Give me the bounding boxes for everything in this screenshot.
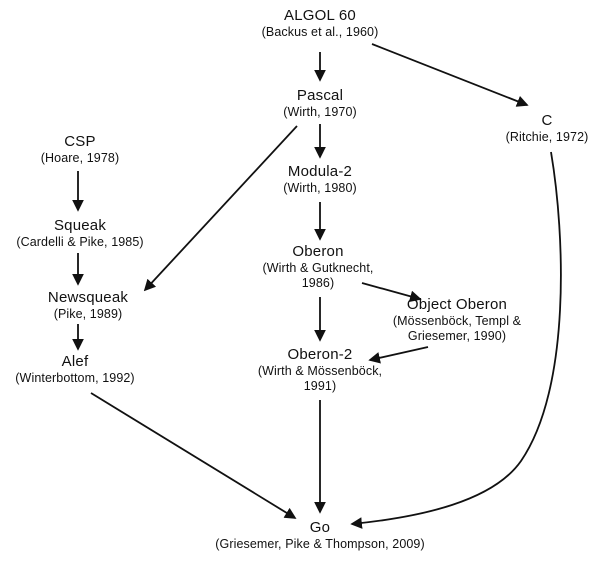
- edge-c-go: [350, 151, 562, 529]
- node-oberon-citation: (Wirth & Gutknecht, 1986): [262, 261, 374, 290]
- node-modula2: Modula-2 (Wirth, 1980): [283, 163, 357, 196]
- edge-pascal-newsqueak: [143, 125, 298, 292]
- node-go: Go (Griesemer, Pike & Thompson, 2009): [215, 519, 425, 552]
- node-csp-citation: (Hoare, 1978): [40, 151, 120, 165]
- node-newsqueak-label: Newsqueak: [47, 289, 129, 306]
- edge-oberon-objectoberon: [361, 282, 422, 302]
- node-go-label: Go: [309, 519, 331, 536]
- node-algol60-label: ALGOL 60: [284, 7, 356, 24]
- edge-alef-go: [90, 392, 297, 519]
- node-csp: CSP (Hoare, 1978): [41, 133, 119, 166]
- node-newsqueak: Newsqueak (Pike, 1989): [48, 289, 128, 322]
- node-go-citation: (Griesemer, Pike & Thompson, 2009): [215, 537, 425, 551]
- node-c-citation: (Ritchie, 1972): [505, 130, 589, 144]
- node-modula2-label: Modula-2: [287, 163, 353, 180]
- node-squeak-citation: (Cardelli & Pike, 1985): [16, 235, 144, 249]
- node-newsqueak-citation: (Pike, 1989): [53, 307, 123, 321]
- node-oberon2-citation: (Wirth & Mössenböck, 1991): [257, 364, 383, 393]
- node-pascal-citation: (Wirth, 1970): [283, 105, 357, 119]
- node-object-oberon-citation: (Mössenböck, Templ & Griesemer, 1990): [392, 314, 522, 343]
- node-object-oberon: Object Oberon (Mössenböck, Templ & Gries…: [392, 296, 522, 344]
- node-alef-label: Alef: [61, 353, 89, 370]
- node-c: C (Ritchie, 1972): [506, 112, 589, 145]
- edge-algol60-c: [371, 43, 529, 107]
- node-oberon: Oberon (Wirth & Gutknecht, 1986): [253, 243, 383, 291]
- node-c-label: C: [541, 112, 553, 129]
- node-modula2-citation: (Wirth, 1980): [283, 181, 357, 195]
- node-pascal-label: Pascal: [296, 87, 344, 104]
- node-oberon2: Oberon-2 (Wirth & Mössenböck, 1991): [253, 346, 387, 394]
- node-algol60-citation: (Backus et al., 1960): [261, 25, 379, 39]
- node-alef: Alef (Winterbottom, 1992): [15, 353, 134, 386]
- node-object-oberon-label: Object Oberon: [406, 296, 508, 313]
- node-oberon2-label: Oberon-2: [287, 346, 353, 363]
- node-alef-citation: (Winterbottom, 1992): [15, 371, 135, 385]
- node-algol60: ALGOL 60 (Backus et al., 1960): [262, 7, 379, 40]
- node-pascal: Pascal (Wirth, 1970): [283, 87, 357, 120]
- node-oberon-label: Oberon: [292, 243, 344, 260]
- node-squeak-label: Squeak: [53, 217, 107, 234]
- node-csp-label: CSP: [64, 133, 96, 150]
- node-squeak: Squeak (Cardelli & Pike, 1985): [16, 217, 143, 250]
- edge-objectoberon-oberon2: [368, 346, 429, 364]
